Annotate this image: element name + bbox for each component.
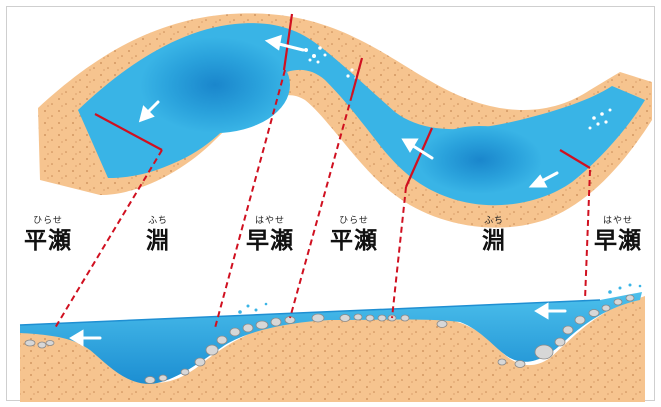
label-hirase-right: ひらせ 平瀬 xyxy=(322,216,386,255)
ruby-text: はやせ xyxy=(254,216,285,226)
label-text: 淵 xyxy=(146,228,170,254)
ruby-text: はやせ xyxy=(602,216,633,226)
rock-icon xyxy=(24,294,635,384)
label-text: 淵 xyxy=(482,228,506,254)
deep-pool-upper-left xyxy=(140,37,290,133)
river-water-section xyxy=(20,292,642,384)
section-lines xyxy=(94,13,591,188)
ruby-text: ふち xyxy=(484,216,504,226)
ruby-text: ふち xyxy=(148,216,168,226)
ruby-text: ひらせ xyxy=(33,216,63,226)
label-hirase-left: ひらせ 平瀬 xyxy=(16,216,80,255)
flow-arrow-icon xyxy=(69,302,567,347)
label-text: 早瀬 xyxy=(594,228,642,254)
label-fuchi-right: ふち 淵 xyxy=(468,216,520,255)
label-text: 平瀬 xyxy=(330,228,378,254)
label-fuchi-left: ふち 淵 xyxy=(132,216,184,255)
guide-lines xyxy=(54,69,591,329)
riverbed-sand xyxy=(20,296,645,402)
label-text: 平瀬 xyxy=(24,228,72,254)
label-hayase-right: はやせ 早瀬 xyxy=(586,216,650,255)
label-hayase-left: はやせ 早瀬 xyxy=(238,216,302,255)
deep-pool-upper-right xyxy=(418,126,542,194)
foam-icon xyxy=(238,283,642,314)
flow-arrow-icon xyxy=(138,34,559,188)
ruby-text: ひらせ xyxy=(339,216,369,226)
label-text: 早瀬 xyxy=(246,228,294,254)
